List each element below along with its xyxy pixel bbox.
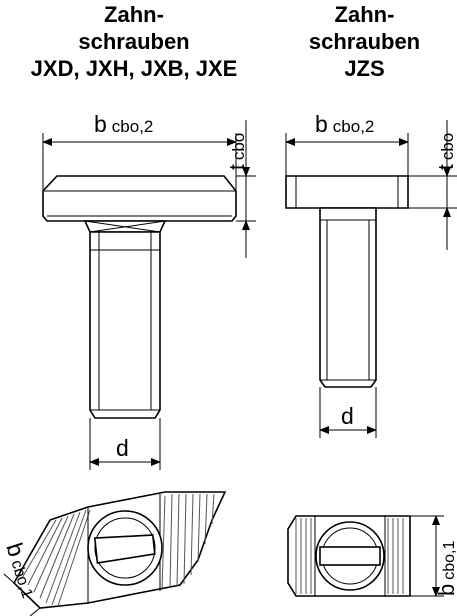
- title-right-line2: schrauben: [308, 29, 421, 54]
- right-bottom-width-dimension: bcbo,1: [410, 515, 457, 597]
- left-serration-left: [21, 509, 91, 607]
- right-screw-slot: [319, 546, 381, 566]
- right-diameter-dimension: d: [319, 387, 377, 438]
- left-neck-cross-a: [84, 220, 161, 233]
- right-screw-head: [285, 175, 409, 209]
- title-left: Zahn- schrauben JXD, JXH, JXB, JXE: [0, 1, 268, 82]
- left-screw-circle-inner: [94, 517, 156, 579]
- left-screw-slot: [93, 534, 156, 564]
- right-height-dimension: tcbo: [408, 120, 457, 250]
- left-diameter-dimension: d: [89, 418, 161, 470]
- title-right-line1: Zahn-: [334, 2, 395, 27]
- right-diameter-label: d: [341, 403, 354, 429]
- title-left-line1: Zahn-: [104, 2, 164, 27]
- title-left-line2: schrauben: [78, 29, 190, 54]
- right-screw-side-view: [285, 175, 409, 388]
- left-screw-bottom-view: [12, 491, 227, 609]
- right-height-label: tcbo: [435, 133, 457, 170]
- title-right-line3: JZS: [344, 56, 385, 81]
- left-screw-head: [42, 175, 237, 222]
- left-height-dimension: tcbo: [226, 120, 256, 258]
- right-serration-left: [295, 518, 312, 594]
- left-diameter-label: d: [116, 435, 129, 461]
- right-screw-bottom-view: [287, 515, 411, 597]
- right-bottom-width-label: bcbo,1: [434, 541, 457, 596]
- left-screw-shank: [89, 231, 161, 419]
- left-height-label: tcbo: [226, 133, 249, 170]
- left-neck-cross-b: [89, 220, 166, 233]
- title-right: Zahn- schrauben JZS: [272, 1, 457, 82]
- right-serration-right: [387, 518, 404, 594]
- left-screw-side-view: [42, 175, 237, 419]
- left-serration-right: [161, 493, 215, 591]
- title-left-line3: JXD, JXH, JXB, JXE: [30, 56, 238, 81]
- right-screw-shank: [319, 207, 377, 388]
